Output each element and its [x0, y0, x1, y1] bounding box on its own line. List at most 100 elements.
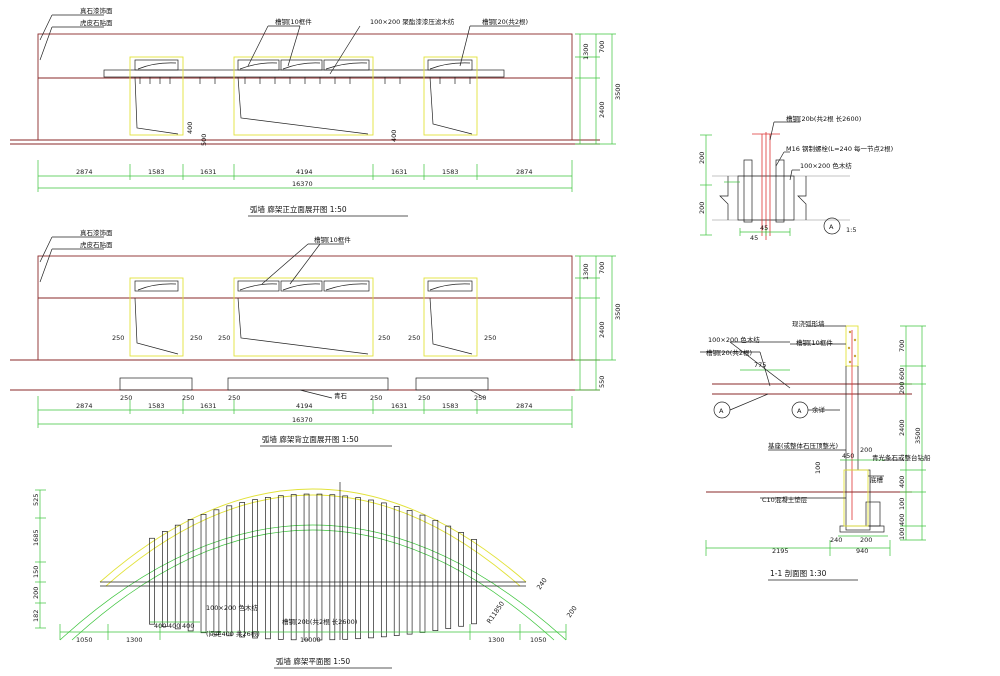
section-hatch	[847, 330, 857, 364]
dim-h2-2: 700	[598, 262, 606, 274]
section-1-1: 现浇弧形墙 100×200 色木纺 槽钢[10框件 槽钢[20(共2根) 775…	[700, 319, 931, 581]
dim-h1: 1300	[582, 43, 590, 60]
back-elevation-title: 弧墙 廊架背立面展开图 1:50	[262, 434, 359, 444]
dim2-seg-4: 4194	[296, 402, 313, 410]
plan-post	[239, 502, 246, 638]
plan-spacing-3: 400	[182, 622, 194, 630]
plan-title: 弧墙 廊架平面图 1:50	[276, 656, 350, 666]
dim-side-5: 250	[408, 334, 420, 342]
section-rdim-7: 100	[898, 498, 906, 510]
dim-total: 16370	[292, 180, 313, 188]
dim-sub-2: 250	[182, 394, 194, 402]
dim-n400b: 400	[390, 130, 398, 142]
section-d2195: 2195	[772, 547, 789, 555]
dim-sub-1: 250	[120, 394, 132, 402]
section-rdim-2: 600	[898, 368, 906, 380]
dim-sub-6: 250	[474, 394, 486, 402]
section-d775: 775	[754, 361, 766, 369]
label-channel-steel: 槽钢[20(共2根)	[482, 17, 528, 26]
plan-post	[226, 505, 233, 637]
dim-side-2: 250	[190, 334, 202, 342]
plan-post	[252, 499, 258, 639]
plan-post	[329, 494, 336, 641]
plan-vdim-4: 200	[32, 587, 40, 599]
plan-radius: R11850	[485, 600, 506, 625]
dim-seg-1: 2874	[76, 168, 93, 176]
plan-post	[187, 519, 194, 632]
section-label-top: 现浇弧形墙	[792, 319, 825, 328]
plan-label-wood-spacing: (间距400 共26根)	[206, 629, 260, 638]
label-stone-paint: 真石漆饰面	[80, 6, 113, 15]
section-title: 1-1 剖面图 1:30	[770, 568, 827, 578]
dim-seg-7: 2874	[516, 168, 533, 176]
plan-vdim-3: 150	[32, 566, 40, 578]
detail-scale: 1:5	[846, 226, 856, 234]
plan-rdim-200: 200	[565, 604, 579, 619]
detail-b1: 45	[750, 234, 758, 242]
dim-seg-6: 1583	[442, 168, 459, 176]
front-elevation: 真石漆饰面 虎皮石贴面 槽钢[10框件 100×200 聚酯漆漆压滤木纺 槽钢[…	[10, 6, 622, 217]
section-rdim-3: 200	[898, 382, 906, 394]
dim-h3: 2400	[598, 101, 606, 118]
plan-post	[162, 531, 168, 627]
dim-sub-4: 250	[370, 394, 382, 402]
dim2-total: 16370	[292, 416, 313, 424]
label-tiger-stone-2: 虎皮石贴面	[80, 240, 113, 249]
detail-marker-circle	[823, 217, 841, 235]
dim2-seg-2: 1583	[148, 402, 165, 410]
label-wood-beam: 100×200 聚酯漆漆压滤木纺	[370, 17, 455, 26]
dim-side-1: 250	[112, 334, 124, 342]
plan-spacing-1: 400	[154, 622, 166, 630]
plan-post	[290, 494, 297, 641]
plan-post	[419, 514, 426, 633]
label-bluestone: 青石	[334, 391, 348, 400]
plan-post	[342, 495, 349, 640]
section-d100: 100	[814, 462, 822, 474]
plan-post	[316, 493, 323, 641]
plan-post	[368, 499, 374, 639]
dim-sub-3: 250	[228, 394, 240, 402]
section-label-beam: 槽钢[10框件	[796, 338, 833, 347]
section-label-a: A	[719, 407, 724, 415]
plan-post	[303, 493, 310, 641]
section-label-a2: A	[797, 407, 802, 415]
plan-post	[174, 524, 181, 630]
dim-h1-2: 1300	[582, 263, 590, 280]
plan-posts	[149, 493, 477, 641]
plan-post	[432, 519, 439, 631]
dim-n500: 500	[200, 134, 208, 146]
plan-vdim-1: 525	[32, 494, 40, 506]
dim2-seg-1: 2874	[76, 402, 93, 410]
section-rdim-1: 700	[898, 340, 906, 352]
dim-h4: 3500	[614, 83, 622, 100]
plan-rdim-240: 240	[535, 576, 549, 591]
dim-side-6: 250	[484, 334, 496, 342]
section-label-fill: 余详	[812, 405, 826, 414]
plan-post	[458, 532, 464, 627]
detail-label-wood: 100×200 色木纺	[800, 161, 852, 170]
section-d450: 450	[842, 452, 854, 460]
plan-label-wood: 100×200 色木纺	[206, 603, 258, 612]
section-label-drain: 底槽	[870, 475, 884, 484]
label-channel-frame-2: 槽钢[10框件	[314, 235, 351, 244]
plan-post	[406, 510, 413, 635]
plan-post	[380, 502, 387, 638]
dim2-seg-5: 1631	[391, 402, 408, 410]
section-d200a: 200	[860, 446, 872, 454]
dim-h4-2: 3500	[614, 303, 622, 320]
section-d940: 940	[856, 547, 868, 555]
plan-post	[149, 537, 155, 625]
section-rdim-5: 3500	[914, 427, 922, 444]
detail-b2: 45	[760, 224, 768, 232]
plan-vdim-2: 1685	[32, 529, 40, 546]
section-label-steel: 槽钢[20(共2根)	[706, 348, 752, 357]
plan-post	[445, 525, 452, 629]
plan-post	[265, 497, 271, 640]
detail-label-bolt: M16 钢制螺栓(L=240 每一节点2根)	[786, 144, 893, 153]
plan-spacing-2: 400	[168, 622, 180, 630]
dim-n400a: 400	[186, 122, 194, 134]
detail-marker: A	[829, 223, 834, 231]
plan-post	[200, 513, 207, 634]
label-tiger-stone: 虎皮石贴面	[80, 18, 113, 27]
